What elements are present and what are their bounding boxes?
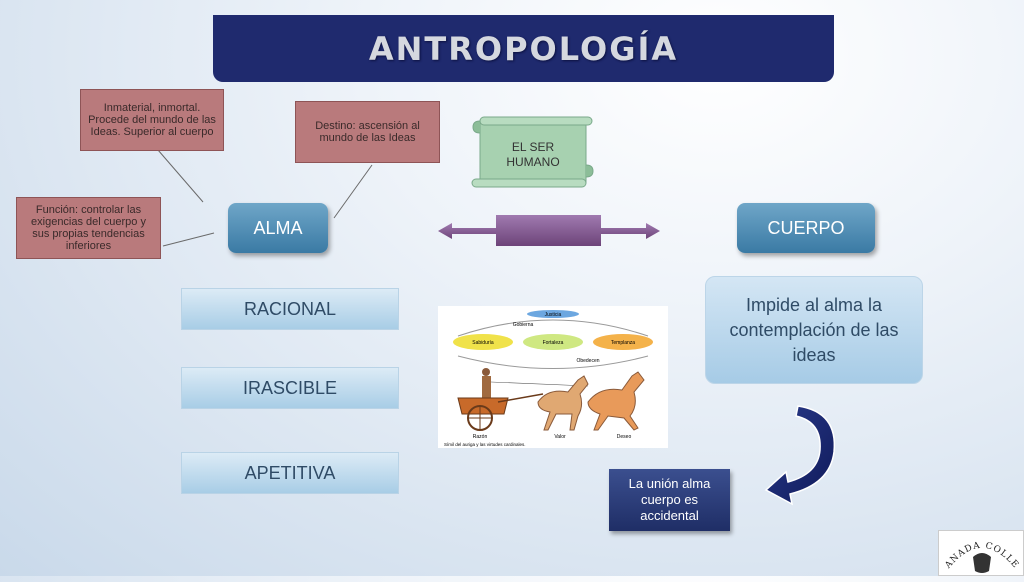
ellipse-fortaleza: [523, 334, 583, 350]
label-gobierna: Gobierna: [513, 322, 534, 328]
soul-part-apetitiva: APETITIVA: [181, 452, 399, 494]
impide-box: Impide al alma la contemplación de las i…: [705, 276, 923, 384]
note-inmaterial: Inmaterial, inmortal. Procede del mundo …: [80, 89, 224, 151]
note-destino: Destino: ascensión al mundo de las Ideas: [295, 101, 440, 163]
union-box: La unión alma cuerpo es accidental: [609, 469, 730, 531]
node-cuerpo: CUERPO: [737, 203, 875, 253]
curved-arrow: [764, 405, 836, 506]
granada-college-logo: GRANADA COLLEGE: [935, 524, 1024, 576]
crest-icon: [973, 553, 991, 573]
note-funcion: Función: controlar las exigencias del cu…: [16, 197, 161, 259]
soul-part-apetitiva-label: APETITIVA: [244, 462, 336, 483]
label-valor: Valor: [554, 434, 566, 440]
union-text: La unión alma cuerpo es accidental: [628, 476, 711, 523]
note-funcion-text: Función: controlar las exigencias del cu…: [31, 204, 146, 252]
title-bar: ANTROPOLOGÍA: [213, 15, 834, 82]
image-caption: Símil del auriga y las virtudes cardinal…: [444, 442, 526, 447]
note-inmaterial-text: Inmaterial, inmortal. Procede del mundo …: [88, 102, 216, 138]
soul-part-irascible: IRASCIBLE: [181, 367, 399, 409]
label-justicia: Justicia: [545, 312, 562, 318]
ellipse-templanza: [593, 334, 653, 350]
impide-text: Impide al alma la contemplación de las i…: [729, 294, 899, 365]
chariot-image: Justicia Gobierna Sabiduría Fortaleza Te…: [438, 306, 668, 448]
ellipse-sabiduria: [453, 334, 513, 350]
connector-funcion-alma: [162, 232, 215, 247]
scroll-text: EL SER HUMANO: [506, 140, 560, 169]
logo-seal: GRANADA COLLEGE: [935, 524, 1020, 573]
label-razon: Razón: [473, 434, 488, 440]
page-title: ANTROPOLOGÍA: [368, 29, 679, 68]
label-templanza: Templanza: [611, 340, 635, 346]
label-fortaleza: Fortaleza: [543, 340, 564, 346]
label-obedecen: Obedecen: [576, 358, 599, 364]
connector-inmaterial-alma: [157, 149, 204, 203]
node-alma: ALMA: [228, 203, 328, 253]
connector-destino-alma: [333, 164, 373, 219]
label-sabiduria: Sabiduría: [472, 340, 494, 346]
double-arrow: [438, 215, 660, 246]
label-deseo: Deseo: [617, 434, 632, 440]
scroll-shape: [471, 116, 594, 188]
ellipse-justicia: [527, 310, 579, 318]
soul-part-racional-label: RACIONAL: [243, 298, 337, 319]
soul-part-racional: RACIONAL: [181, 288, 399, 330]
soul-part-irascible-label: IRASCIBLE: [242, 377, 338, 398]
node-cuerpo-label: CUERPO: [767, 217, 845, 238]
node-alma-label: ALMA: [253, 217, 303, 238]
note-destino-text: Destino: ascensión al mundo de las Ideas: [315, 120, 420, 144]
